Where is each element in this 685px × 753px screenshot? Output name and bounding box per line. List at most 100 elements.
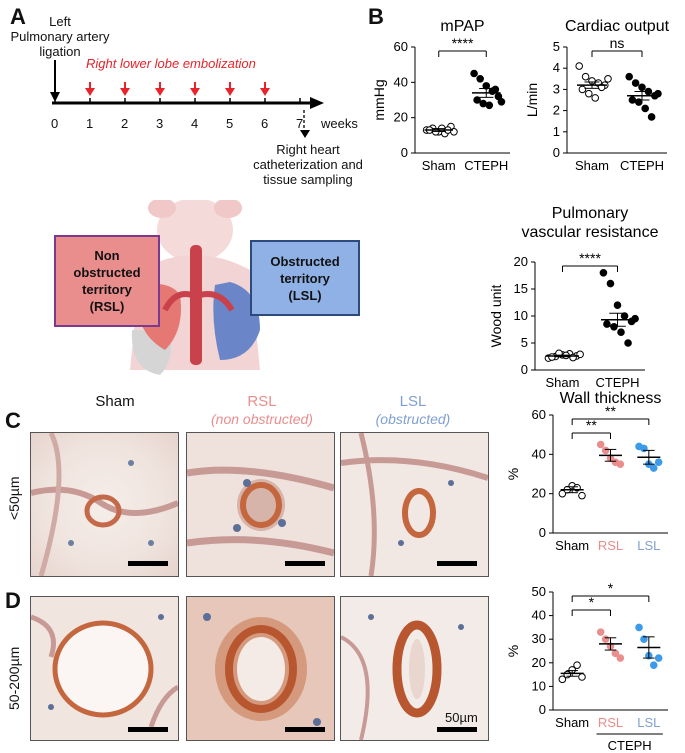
data-point bbox=[581, 72, 590, 81]
y-tick-label: 20 bbox=[394, 110, 408, 125]
data-point bbox=[641, 104, 649, 113]
embolization-arrow-head bbox=[190, 88, 200, 96]
y-tick-label: 0 bbox=[539, 525, 546, 540]
panel-letter-b: B bbox=[368, 4, 384, 29]
y-axis-label: mmHg bbox=[371, 79, 387, 120]
data-point bbox=[640, 635, 648, 643]
data-point bbox=[616, 654, 625, 662]
y-tick-label: 0 bbox=[521, 362, 528, 377]
chart-title: Cardiac output bbox=[565, 18, 670, 35]
y-tick-label: 40 bbox=[532, 608, 546, 623]
data-point bbox=[573, 661, 581, 669]
data-point bbox=[624, 339, 632, 347]
micrograph-lsl-large bbox=[340, 596, 489, 741]
embolization-label: Right lower lobe embolization bbox=[86, 56, 256, 71]
x-tick-label: Sham bbox=[422, 158, 456, 173]
y-axis-label: L/min bbox=[525, 83, 540, 117]
x-tick-label: Sham bbox=[546, 375, 580, 390]
data-point bbox=[591, 94, 599, 102]
scale-bar-label: 50µm bbox=[445, 710, 478, 725]
y-tick-label: 2 bbox=[553, 103, 560, 118]
data-point bbox=[497, 97, 506, 106]
data-point bbox=[578, 85, 587, 94]
y-tick-label: 20 bbox=[532, 486, 546, 501]
data-point bbox=[654, 654, 663, 662]
y-tick-label: 30 bbox=[532, 631, 546, 646]
down-arrow-icon bbox=[300, 130, 310, 138]
pulmonary-artery-icon bbox=[190, 245, 202, 365]
y-tick-label: 0 bbox=[539, 702, 546, 717]
x-axis-label: CTEPH bbox=[608, 738, 652, 753]
data-point bbox=[638, 83, 646, 92]
y-tick-label: 3 bbox=[553, 81, 560, 96]
micrograph-rsl-large bbox=[186, 596, 335, 741]
data-point bbox=[596, 628, 605, 636]
y-tick-label: 40 bbox=[394, 74, 408, 89]
data-point bbox=[599, 269, 608, 277]
timeline-tick-label: 3 bbox=[156, 116, 164, 131]
y-tick-label: 60 bbox=[394, 39, 408, 54]
data-point bbox=[635, 623, 643, 632]
data-point bbox=[476, 75, 484, 83]
y-tick-label: 0 bbox=[553, 145, 560, 160]
data-point bbox=[603, 320, 611, 328]
obstructed-territory-box: Obstructed territory (LSL) bbox=[250, 240, 360, 316]
ligation-arrow-head bbox=[50, 92, 60, 102]
embolization-arrow-head bbox=[120, 88, 130, 96]
timeline-arrow-head bbox=[310, 97, 324, 109]
y-axis-label: Wood unit bbox=[488, 284, 504, 347]
data-point bbox=[606, 279, 615, 288]
y-tick-label: 60 bbox=[532, 407, 546, 422]
data-point bbox=[578, 673, 586, 681]
timeline-tick-label: 2 bbox=[121, 116, 129, 131]
y-tick-label: 50 bbox=[532, 584, 546, 599]
data-point bbox=[631, 314, 639, 323]
data-point bbox=[470, 69, 478, 78]
sham-column-label: Sham bbox=[95, 393, 135, 410]
lsl-column-sublabel: (obstructed) bbox=[375, 411, 451, 427]
chart-title: vascular resistance bbox=[522, 224, 659, 241]
x-tick-label: LSL bbox=[637, 538, 660, 553]
scale-bar bbox=[285, 561, 325, 566]
significance-label: ** bbox=[586, 417, 597, 433]
x-tick-label: CTEPH bbox=[595, 375, 639, 390]
embolization-arrow-head bbox=[85, 88, 95, 96]
timeline-diagram bbox=[50, 60, 324, 128]
embolization-arrow-head bbox=[225, 88, 235, 96]
data-point bbox=[649, 661, 658, 669]
significance-label: * bbox=[608, 580, 614, 596]
timeline-tick-label: 0 bbox=[51, 116, 59, 131]
data-point bbox=[631, 79, 640, 87]
data-point bbox=[654, 458, 663, 466]
panel-letter-c: C bbox=[5, 408, 21, 433]
data-point bbox=[625, 72, 633, 81]
data-point bbox=[613, 301, 622, 309]
significance-label: * bbox=[589, 594, 595, 610]
data-point bbox=[558, 675, 567, 684]
micrograph-sham-large bbox=[30, 596, 179, 741]
rat-head-icon bbox=[157, 200, 233, 262]
scale-bar bbox=[437, 561, 477, 566]
data-point bbox=[601, 446, 610, 455]
y-axis-label: % bbox=[505, 468, 521, 480]
significance-label: ns bbox=[610, 35, 625, 51]
panel-letter-d: D bbox=[5, 588, 21, 613]
data-point bbox=[485, 101, 494, 110]
x-tick-label: Sham bbox=[555, 538, 589, 553]
y-tick-label: 15 bbox=[514, 281, 528, 296]
y-tick-label: 0 bbox=[401, 145, 408, 160]
panel-letter-a: A bbox=[10, 4, 26, 29]
chart-title: mPAP bbox=[440, 18, 484, 35]
y-tick-label: 20 bbox=[532, 655, 546, 670]
catheterization-label: Right heart catheterization and tissue s… bbox=[253, 142, 363, 187]
micrograph-lsl-small bbox=[340, 432, 489, 577]
row-label-small: <50µm bbox=[6, 476, 22, 520]
x-tick-label: Sham bbox=[575, 158, 609, 173]
x-tick-label: CTEPH bbox=[464, 158, 508, 173]
x-tick-label: RSL bbox=[598, 538, 623, 553]
data-point bbox=[610, 323, 618, 331]
data-point bbox=[585, 89, 593, 98]
left-ligation-label: Left Pulmonary artery ligation bbox=[10, 14, 110, 59]
